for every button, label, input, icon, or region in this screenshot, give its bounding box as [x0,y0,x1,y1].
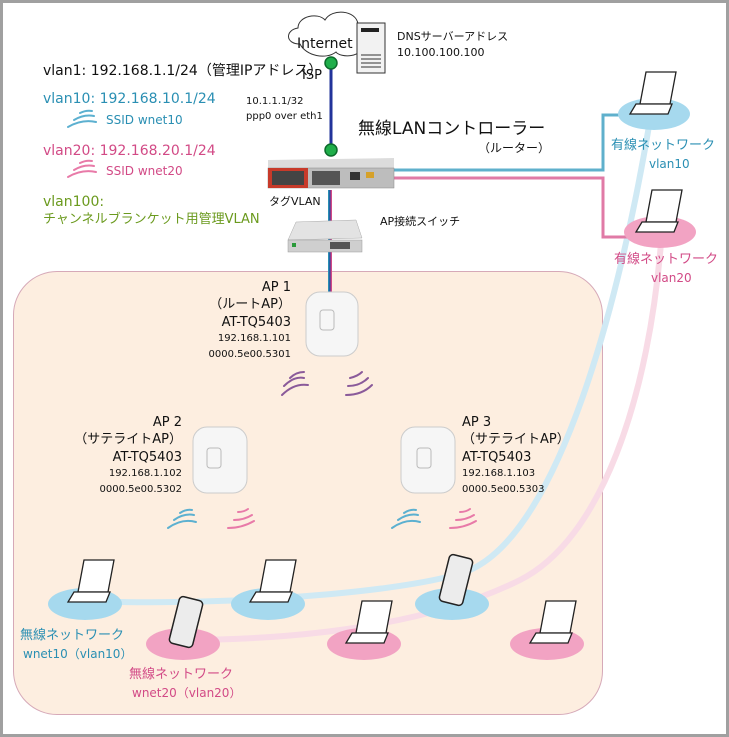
legend-wave10-icon [67,109,97,128]
ap2-waves-icon [167,508,255,529]
wan-ip: 10.1.1.1/32 [246,96,304,107]
ap2-ip: 192.168.1.102 [108,468,182,479]
laptop-wl1-icon [66,559,115,603]
wired20-title: 有線ネットワーク [614,252,719,267]
wireless-link-vlan20 [179,229,665,643]
laptop-wl4-icon [528,600,577,644]
wired10-vlan: vlan10 [649,157,690,171]
legend-vlan20: vlan20: 192.168.20.1/24 [43,143,216,159]
legend-ssid10: SSID wnet10 [106,113,183,127]
laptop-wired10-icon [628,71,677,115]
isp-node [324,56,338,70]
ap1-waves-icon [281,371,373,396]
wired10-title: 有線ネットワーク [611,138,716,153]
tag-vlan-label: タグVLAN [269,195,321,208]
ap3-model: AT-TQ5403 [462,450,532,465]
ap3-ip: 192.168.1.103 [462,468,536,479]
wan-iface: ppp0 over eth1 [246,111,323,122]
wireless10-sub: wnet10（vlan10） [23,647,133,661]
wireless20-title: 無線ネットワーク [129,667,234,682]
router-node [324,143,338,157]
ap3-role: （サテライトAP） [462,432,570,447]
controller-subtitle: （ルーター） [478,141,551,155]
laptop-wl2-icon [248,559,297,603]
controller-title: 無線LANコントローラー [358,119,546,139]
legend-vlan1: vlan1: 192.168.1.1/24（管理IPアドレス） [43,63,323,79]
legend-ssid20: SSID wnet20 [106,164,183,178]
switch-icon [287,219,363,253]
ap1-model: AT-TQ5403 [221,315,291,330]
phone-icons [168,553,474,649]
legend-vlan10: vlan10: 192.168.10.1/24 [43,91,216,107]
wireless-link-vlan10 [119,119,653,606]
laptop-icons [66,71,683,644]
wireless20-sub: wnet20（vlan20） [132,686,242,700]
dns-label: DNSサーバーアドレス [397,30,509,43]
laptop-wired20-icon [634,189,683,233]
dns-server-icon [356,22,386,74]
legend-wave20-icon [67,159,97,178]
ap1-name: AP 1 [261,280,291,295]
wired20-vlan: vlan20 [651,271,692,285]
wired-link-vlan20 [390,176,640,239]
ap1-role: （ルートAP） [209,297,291,312]
dns-ip: 10.100.100.100 [397,46,485,59]
legend-vlan100: vlan100: [43,194,105,210]
ap3-icon [400,426,456,494]
ap3-mac: 0000.5e00.5303 [462,484,545,495]
ap1-icon [305,291,359,357]
phone-wl2-icon [438,553,474,607]
ap2-model: AT-TQ5403 [112,450,182,465]
isp-label: ISP [302,68,322,83]
wireless10-title: 無線ネットワーク [20,628,125,643]
ap2-role: （サテライトAP） [74,432,182,447]
legend-vlan100-desc: チャンネルブランケット用管理VLAN [43,212,260,227]
phone-wl1-icon [168,595,204,649]
ap1-mac: 0000.5e00.5301 [208,349,292,360]
internet-label: Internet [297,36,353,52]
router-icon [267,158,395,189]
switch-label: AP接続スイッチ [380,215,461,228]
ap3-waves-icon [391,508,477,529]
ap2-name: AP 2 [152,415,182,430]
ap3-name: AP 3 [462,415,492,430]
ap1-ip: 192.168.1.101 [217,333,291,344]
laptop-wl3-icon [344,600,393,644]
ap2-icon [192,426,248,494]
ap2-mac: 0000.5e00.5302 [99,484,183,495]
